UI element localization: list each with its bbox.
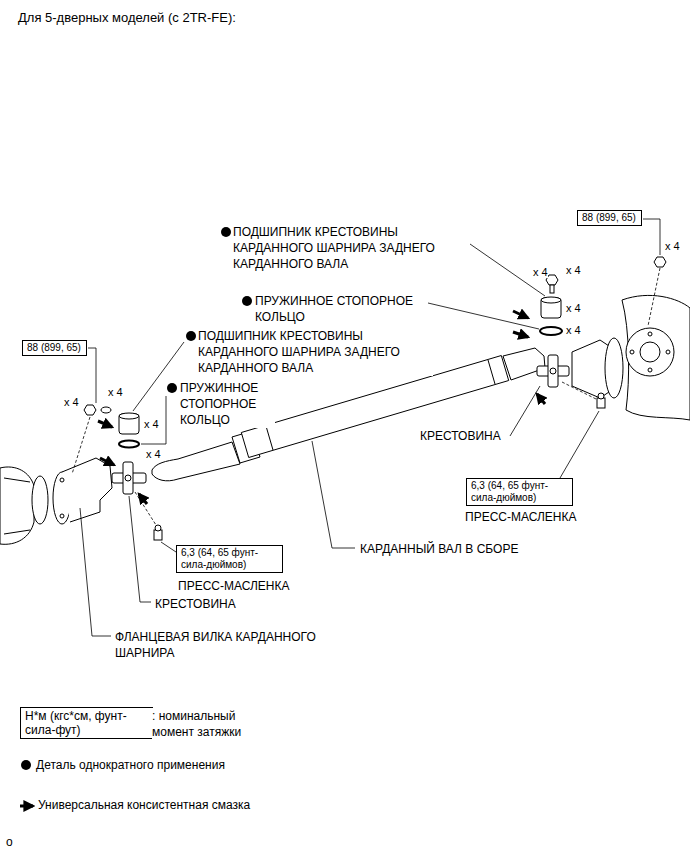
- quantity: x 4: [566, 324, 581, 336]
- quantity: x 4: [108, 386, 123, 398]
- torque-spec-box: 6,3 (64, 65 фунт-сила-дюймов): [466, 478, 573, 506]
- quantity: x 4: [665, 240, 680, 252]
- part-name: КАРДАННЫЙ ВАЛ В СБОРЕ: [360, 541, 518, 557]
- part-name: ПОДШИПНИК КРЕСТОВИНЫ КАРДАННОГО ШАРНИРА …: [233, 224, 468, 272]
- page-mark: o: [6, 834, 13, 850]
- torque-value: Н*м (кгс*см, фунт-сила-фут): [25, 709, 148, 737]
- quantity: x 4: [566, 302, 581, 314]
- torque-spec-box: 88 (899, 65): [577, 210, 642, 226]
- quantity: x 4: [566, 264, 581, 276]
- quantity: x 4: [64, 396, 79, 408]
- quantity: x 4: [146, 448, 161, 460]
- torque-value: 88 (899, 65): [582, 212, 636, 224]
- part-name: ПОДШИПНИК КРЕСТОВИНЫ КАРДАННОГО ШАРНИРА …: [198, 328, 433, 376]
- part-name: КРЕСТОВИНА: [155, 596, 236, 612]
- part-name: ПРУЖИННОЕ СТОПОРНОЕ КОЛЬЦО: [255, 293, 420, 325]
- part-name: ПРЕСС-МАСЛЕНКА: [178, 578, 290, 594]
- part-name: КРЕСТОВИНА: [420, 428, 501, 444]
- legend-text: Деталь однократного применения: [36, 757, 225, 773]
- part-name: ПРУЖИННОЕ СТОПОРНОЕ КОЛЬЦО: [180, 380, 275, 428]
- torque-value: 6,3 (64, 65 фунт-сила-дюймов): [181, 547, 278, 571]
- page-title: Для 5-дверных моделей (с 2TR-FE):: [18, 10, 236, 26]
- torque-spec-box: 6,3 (64, 65 фунт-сила-дюймов): [176, 545, 283, 573]
- torque-value: 88 (899, 65): [27, 342, 81, 354]
- legend-torque-box: Н*м (кгс*см, фунт-сила-фут): [20, 707, 153, 739]
- torque-value: 6,3 (64, 65 фунт-сила-дюймов): [471, 480, 568, 504]
- torque-spec-box: 88 (899, 65): [22, 340, 87, 356]
- part-name: ПРЕСС-МАСЛЕНКА: [465, 509, 577, 525]
- part-name: ФЛАНЦЕВАЯ ВИЛКА КАРДАННОГО ШАРНИРА: [115, 629, 345, 661]
- legend-text: : номинальный момент затяжки: [152, 708, 252, 740]
- quantity: x 4: [533, 266, 548, 278]
- legend-text: Универсальная консистентная смазка: [38, 797, 250, 813]
- quantity: x 4: [144, 418, 159, 430]
